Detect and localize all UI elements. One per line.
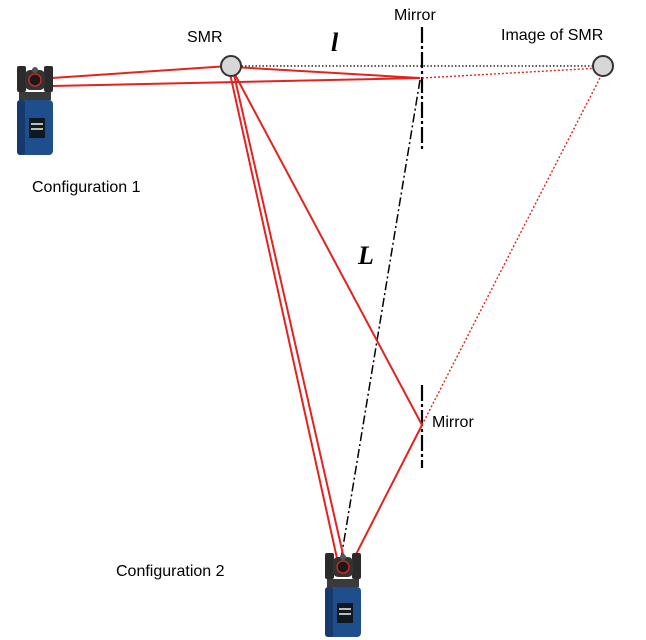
beam-c2-to-mirror-bottom [346, 424, 423, 573]
config2-label: Configuration 2 [116, 563, 225, 580]
laser-tracker-config2-icon [325, 553, 361, 637]
beam-c2-to-smr-left [228, 68, 341, 573]
smr-label: SMR [187, 29, 223, 46]
image-smr-label: Image of SMR [501, 27, 604, 44]
distance-L-line [339, 79, 421, 566]
distance-L-label: L [358, 241, 374, 270]
beam-c1-to-smr [51, 65, 230, 79]
beam-c2-to-smr-right [232, 69, 348, 573]
beam-smr-to-mirror-bottom [231, 68, 423, 426]
beam-smr-to-mirror [232, 66, 421, 79]
mirror-bottom-label: Mirror [432, 414, 474, 431]
distance-l-label: l [331, 28, 339, 57]
mirror-top-label: Mirror [394, 7, 436, 24]
smr-sphere [220, 55, 242, 77]
beam-mirror-to-image-dotted [421, 67, 601, 79]
beam-mirror-bottom-to-image-dotted [421, 71, 604, 426]
laser-tracker-config1-icon [17, 66, 53, 155]
config1-label: Configuration 1 [32, 179, 141, 196]
smr-image-sphere [592, 55, 614, 77]
